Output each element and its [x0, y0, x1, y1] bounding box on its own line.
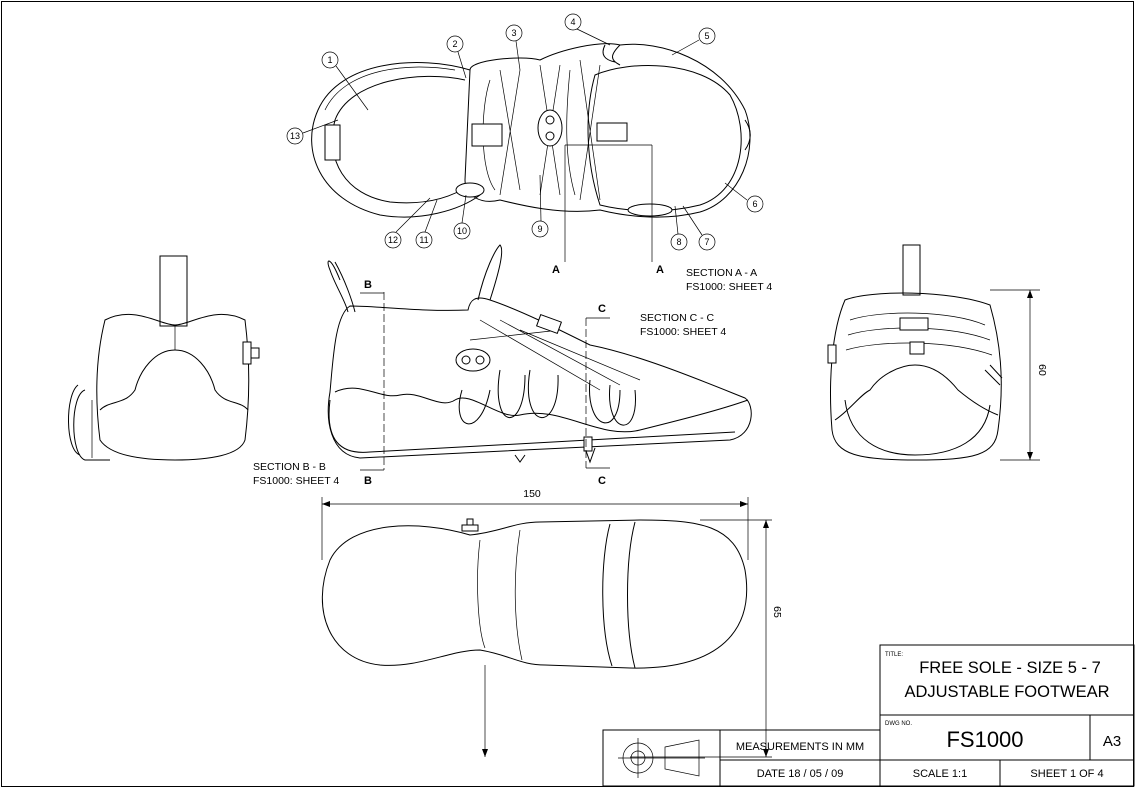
section-a-title: SECTION A - A — [686, 267, 757, 279]
width-dimension: 65 — [482, 519, 783, 758]
svg-text:11: 11 — [419, 235, 428, 245]
svg-text:A: A — [552, 264, 560, 276]
svg-text:65: 65 — [771, 606, 783, 618]
svg-text:A: A — [656, 264, 664, 276]
section-b-ref: FS1000: SHEET 4 — [253, 475, 339, 487]
dwg-no-caption: DWG NO. — [885, 721, 912, 727]
svg-text:C: C — [598, 303, 606, 315]
svg-text:9: 9 — [537, 224, 542, 234]
drawing-title-line1: FREE SOLE - SIZE 5 - 7 — [919, 659, 1101, 677]
top-view-shoe — [311, 43, 751, 218]
balloon-3: 3 — [505, 24, 523, 71]
svg-text:7: 7 — [704, 237, 709, 247]
balloon-13: 13 — [286, 119, 339, 145]
section-c-markers: C C SECTION C - C FS1000: SHEET 4 — [585, 303, 726, 487]
svg-text:12: 12 — [388, 235, 398, 245]
balloon-2: 2 — [446, 35, 467, 79]
sheet-size: A3 — [1103, 733, 1121, 750]
balloon-10: 10 — [453, 194, 471, 240]
svg-text:2: 2 — [452, 39, 457, 49]
balloon-7: 7 — [682, 205, 716, 251]
balloon-5: 5 — [671, 27, 716, 56]
length-dimension: 150 — [321, 488, 749, 560]
drawing-title-line2: ADJUSTABLE FOOTWEAR — [904, 683, 1109, 701]
section-a-ref: FS1000: SHEET 4 — [686, 281, 772, 293]
units-note: MEASUREMENTS IN MM — [736, 741, 864, 753]
title-caption: TITLE: — [885, 652, 903, 658]
balloon-4: 4 — [564, 13, 611, 46]
balloon-12: 12 — [384, 197, 431, 249]
section-b-title: SECTION B - B — [253, 461, 326, 473]
svg-text:8: 8 — [676, 237, 681, 247]
projection-symbol-icon — [618, 738, 705, 778]
svg-text:5: 5 — [704, 31, 709, 41]
section-c-title: SECTION C - C — [640, 312, 715, 324]
balloon-9: 9 — [531, 174, 549, 238]
sole-view — [321, 518, 748, 669]
svg-text:150: 150 — [523, 488, 541, 500]
svg-text:1: 1 — [327, 55, 332, 65]
svg-text:B: B — [364, 279, 372, 291]
svg-text:6: 6 — [752, 199, 757, 209]
scale: SCALE 1:1 — [913, 768, 967, 780]
drawing-number: FS1000 — [946, 727, 1023, 752]
svg-text:3: 3 — [511, 28, 516, 38]
balloon-8: 8 — [670, 205, 688, 251]
front-view-shoe — [827, 244, 1003, 461]
date: DATE 18 / 05 / 09 — [757, 768, 844, 780]
svg-text:13: 13 — [290, 131, 300, 141]
section-a-markers: A A SECTION A - A FS1000: SHEET 4 — [552, 145, 772, 293]
svg-text:4: 4 — [570, 17, 575, 27]
part-balloons: 1 2 3 4 5 6 7 8 9 10 11 12 13 — [286, 13, 764, 251]
balloon-11: 11 — [415, 199, 438, 249]
balloon-1: 1 — [321, 51, 369, 111]
title-block: TITLE: FREE SOLE - SIZE 5 - 7 ADJUSTABLE… — [602, 644, 1135, 787]
height-dimension: 60 — [990, 289, 1048, 461]
section-b-markers: B B SECTION B - B FS1000: SHEET 4 — [253, 279, 385, 487]
svg-text:10: 10 — [457, 226, 467, 236]
svg-text:60: 60 — [1036, 364, 1048, 376]
svg-text:C: C — [598, 475, 606, 487]
sheet-number: SHEET 1 OF 4 — [1030, 768, 1103, 780]
balloon-6: 6 — [724, 182, 764, 213]
section-c-ref: FS1000: SHEET 4 — [640, 326, 726, 338]
rear-view-shoe — [68, 255, 260, 461]
svg-text:B: B — [364, 475, 372, 487]
side-view-shoe — [327, 244, 752, 464]
